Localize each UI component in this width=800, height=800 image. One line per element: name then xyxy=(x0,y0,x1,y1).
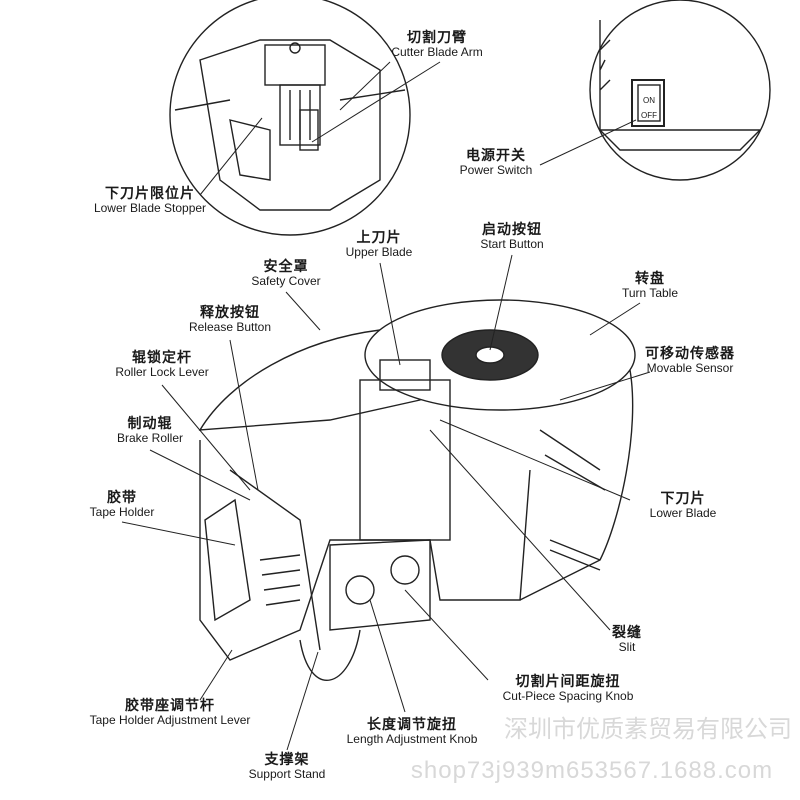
label-zh: 支撑架 xyxy=(264,752,310,768)
label-en: Length Adjustment Knob xyxy=(346,732,478,747)
label-zh: 切割片间距旋扭 xyxy=(515,674,621,690)
label-zh: 胶带座调节杆 xyxy=(124,698,215,714)
label-en: Cut-Piece Spacing Knob xyxy=(502,689,634,704)
label-en: Lower Blade xyxy=(649,506,717,521)
watermark-url: shop73j939m653567.1688.com xyxy=(410,757,774,784)
label-zh: 上刀片 xyxy=(356,230,402,246)
label-zh: 转盘 xyxy=(634,271,665,287)
label-en: Lower Blade Stopper xyxy=(93,201,207,216)
label-zh: 胶带 xyxy=(107,490,137,506)
label-en: Cutter Blade Arm xyxy=(391,45,483,60)
label-zh: 可移动传感器 xyxy=(645,346,735,362)
leader-lines xyxy=(121,61,651,751)
label-en: Start Button xyxy=(480,237,544,252)
label-zh: 切割刀臂 xyxy=(407,30,467,46)
label-zh: 电源开关 xyxy=(465,148,526,164)
power-switch-detail-circle xyxy=(589,0,771,181)
label-en: Brake Roller xyxy=(116,431,184,446)
label-zh: 裂缝 xyxy=(612,625,642,641)
label-en: Tape Holder Adjustment Lever xyxy=(89,713,251,728)
watermark-company: 深圳市优质素贸易有限公司 xyxy=(504,715,792,743)
label-zh: 释放按钮 xyxy=(200,305,260,321)
label-zh: 安全罩 xyxy=(263,259,309,275)
label-en: Safety Cover xyxy=(251,274,321,289)
label-zh: 制动辊 xyxy=(127,416,173,432)
label-zh: 长度调节旋扭 xyxy=(366,717,457,733)
label-en: Power Switch xyxy=(459,163,533,178)
machine-body xyxy=(198,299,636,681)
label-en: Turn Table xyxy=(621,286,679,301)
label-zh: 启动按钮 xyxy=(482,222,542,238)
label-zh: 下刀片限位片 xyxy=(104,186,195,202)
switch-off-text: OFF xyxy=(641,111,657,120)
label-en: Release Button xyxy=(188,320,272,335)
label-en: Upper Blade xyxy=(345,245,413,260)
label-en: Tape Holder xyxy=(89,505,155,520)
label-en: Roller Lock Lever xyxy=(115,365,209,380)
switch-on-text: ON xyxy=(643,96,655,105)
label-en: Movable Sensor xyxy=(646,361,734,376)
label-en: Support Stand xyxy=(248,767,326,782)
label-en: Slit xyxy=(618,640,636,655)
label-zh: 辊锁定杆 xyxy=(132,350,192,366)
cutter-detail-circle xyxy=(169,0,411,236)
label-zh: 下刀片 xyxy=(660,491,706,507)
